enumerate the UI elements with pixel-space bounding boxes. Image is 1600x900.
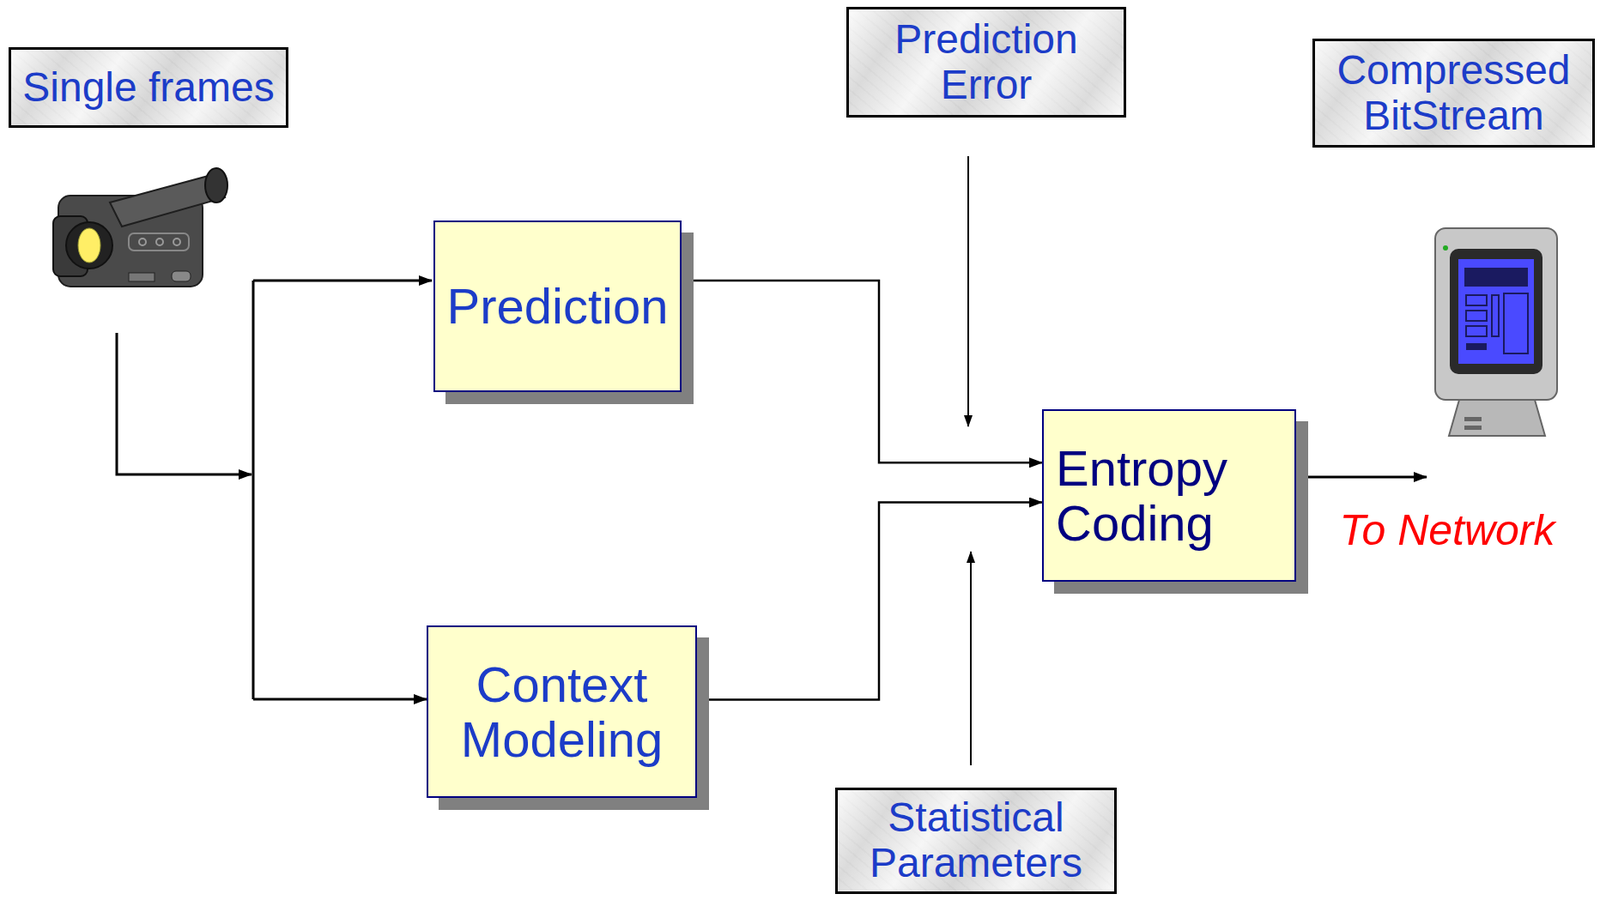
data-flow-arrow [696, 503, 1043, 701]
camera-detail [128, 272, 155, 282]
screen-block [1466, 343, 1487, 351]
process-box: Context Modeling [426, 625, 697, 799]
screen-bar [1464, 267, 1528, 287]
video-camera [53, 168, 228, 287]
box-text: Prediction [447, 278, 669, 334]
power-led [1442, 245, 1449, 251]
marble-label-box: Statistical Parameters [835, 787, 1117, 895]
camera-button [156, 238, 164, 246]
camera-lens [66, 222, 113, 269]
marble-label-box: Compressed BitStream [1312, 38, 1595, 148]
input-arrow [253, 698, 427, 702]
marble-label-box: Single frames [8, 47, 289, 128]
input-line [116, 333, 252, 475]
parameters-arrow [969, 551, 972, 766]
monitor-screen [1458, 259, 1534, 364]
screen-block [1466, 310, 1487, 322]
split-line [252, 280, 255, 700]
camera-button [173, 238, 181, 246]
stand-slot [1464, 425, 1482, 431]
screen-block [1466, 326, 1487, 337]
camera-button [139, 238, 146, 246]
monitor-bezel [1449, 248, 1543, 375]
box-text: Context Modeling [438, 657, 685, 768]
data-flow-arrow [681, 280, 1043, 463]
computer-terminal [1435, 228, 1558, 437]
camera-detail [171, 271, 191, 282]
monitor-case [1435, 228, 1558, 400]
output-arrow [1294, 476, 1427, 479]
screen-block [1491, 295, 1499, 337]
camera-buttons [128, 233, 189, 251]
input-arrow [253, 279, 432, 283]
box-text: Prediction Error [857, 17, 1116, 109]
screen-panel [1503, 293, 1528, 354]
box-text: Entropy Coding [1055, 441, 1283, 552]
screen-block [1466, 295, 1487, 306]
box-text: Statistical Parameters [846, 795, 1106, 887]
process-box: Prediction [433, 220, 682, 393]
monitor-stand [1448, 400, 1546, 437]
stand-slot [1464, 417, 1482, 422]
error-arrow [967, 156, 970, 427]
input-wiring [116, 280, 432, 700]
box-text: Single frames [22, 65, 274, 111]
marble-label-box: Prediction Error [846, 6, 1127, 118]
camera-eyepiece [205, 168, 228, 203]
camera-lens-glass [78, 228, 101, 263]
network-label: To Network [1339, 505, 1555, 556]
box-text: Compressed BitStream [1323, 48, 1584, 140]
process-box: Entropy Coding [1042, 409, 1297, 582]
